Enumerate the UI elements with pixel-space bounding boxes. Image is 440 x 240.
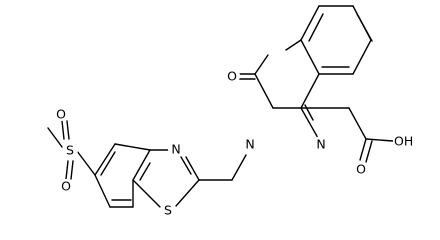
bond-lines	[47, 5, 394, 208]
thiazole-sulfur-atom: S	[160, 202, 176, 218]
sulfonyl-oxygen-top-label: O	[56, 107, 66, 122]
thiazole-nitrogen-label: N	[171, 142, 180, 157]
hydroxyl-group: OH	[393, 133, 415, 149]
acid-carbonyl-oxygen-label: O	[356, 162, 366, 177]
carbonyl-oxygen-label: O	[227, 69, 237, 84]
acid-carbonyl-oxygen-atom: O	[354, 162, 368, 177]
carbonyl-oxygen-atom: O	[224, 68, 240, 84]
sulfonyl-sulfur-atom: S	[62, 142, 78, 158]
sulfonyl-oxygen-top-atom: O	[54, 107, 68, 122]
sulfonyl-oxygen-bottom-label: O	[61, 179, 71, 194]
ring-nitrogen-n2-label: N	[316, 137, 325, 152]
hydroxyl-label: OH	[394, 134, 413, 149]
ring-nitrogen-n3-label: N	[245, 137, 254, 152]
structure-diagram: S O O N S O N N	[47, 5, 415, 218]
atom-labels: S O O N S O N N	[54, 68, 415, 218]
sulfonyl-oxygen-bottom-atom: O	[59, 179, 73, 194]
thiazole-sulfur-label: S	[164, 203, 172, 218]
sulfonyl-sulfur-label: S	[66, 143, 74, 158]
ring-nitrogen-n3-atom: N	[242, 136, 258, 152]
thiazole-nitrogen-atom: N	[168, 141, 184, 157]
ring-nitrogen-n2-atom: N	[313, 136, 329, 152]
